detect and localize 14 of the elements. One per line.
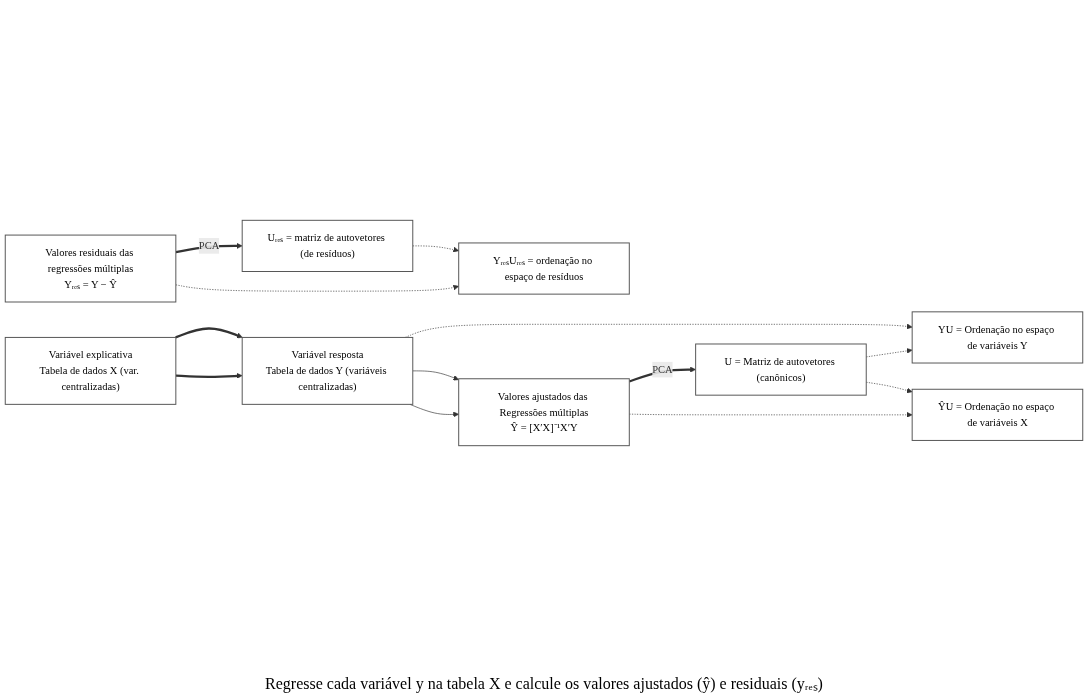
node-box: Uᵣₑₛ = matriz de autovetores (de resíduos): [241, 219, 414, 272]
node-box: YᵣₑₛUᵣₑₛ = ordenação no espaço de resíduos: [458, 242, 630, 295]
edge-label: PCA: [198, 240, 220, 252]
arrow: [175, 327, 243, 339]
node-box: Valores residuais das regressões múltiplas Yᵣₑₛ = Y − Ŷ: [4, 234, 177, 303]
node-box: Variável resposta Tabela de dados Y (variáveis centralizadas): [241, 336, 414, 405]
node-box: YU = Ordenação no espaço de variáveis Y: [911, 311, 1084, 364]
note-text: Regresse cada variável y na tabela X e calcule os valores ajustados (ŷ) e residuais (yᵣₑₛ): [265, 674, 823, 694]
edge-label: PCA: [652, 363, 673, 375]
node-box: Variável explicativa Tabela de dados X (var. centralizadas): [4, 336, 177, 405]
node-box: ŶU = Ordenação no espaço de variáveis X: [911, 388, 1084, 441]
node-box: Valores ajustados das Regressões múltiplas Ŷ = [X′X]⁻¹X′Y: [458, 378, 630, 447]
arrow: [175, 373, 243, 379]
node-box: U = Matriz de autovetores (canônicos): [695, 343, 867, 396]
